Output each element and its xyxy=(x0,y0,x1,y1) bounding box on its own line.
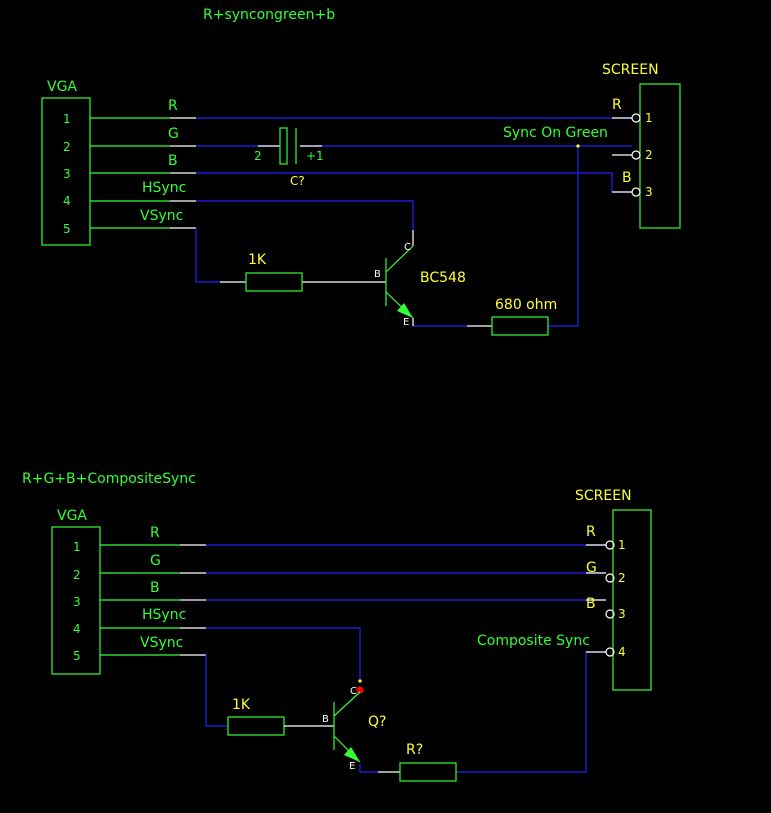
transistor-2-b: B xyxy=(322,714,329,725)
resistor-1-1k xyxy=(245,272,303,292)
resistor-3-value: 1K xyxy=(232,697,251,713)
vga-1-connector xyxy=(41,97,91,246)
vga-1-pin-5: 5 xyxy=(63,222,71,236)
vga-2-pin-2: 2 xyxy=(73,568,81,582)
screen-2-pin-3: 3 xyxy=(618,607,626,621)
signal-1-r: R xyxy=(168,98,178,114)
transistor-2-e: E xyxy=(349,761,355,772)
junction-dot xyxy=(356,686,364,694)
screen-2-pin-label-r: R xyxy=(586,524,596,540)
screen-1-pin-label-r: R xyxy=(612,97,622,113)
resistor-2-value: 680 ohm xyxy=(495,297,557,313)
sync-on-green-label: Sync On Green xyxy=(503,125,608,141)
screen-1-label: SCREEN xyxy=(602,62,659,78)
signal-2-r: R xyxy=(150,525,160,541)
signal-1-b: B xyxy=(168,153,178,169)
capacitor-plus: +1 xyxy=(306,149,324,163)
screen-1-pin-3: 3 xyxy=(645,185,653,199)
transistor-1: B C E BC548 xyxy=(374,230,466,328)
screen-2-label: SCREEN xyxy=(575,488,632,504)
screen-2-pin-4: 4 xyxy=(618,645,626,659)
screen-2-pin-label-b: B xyxy=(586,596,596,612)
vga-2-pin-1: 1 xyxy=(73,540,81,554)
transistor-2: B C E Q? xyxy=(322,686,386,772)
screen-2-pin-label-g: G xyxy=(586,560,597,576)
vga-2-pin-4: 4 xyxy=(73,622,81,636)
vga-2-label: VGA xyxy=(57,508,87,524)
transistor-1-e: E xyxy=(403,317,409,328)
signal-1-vsync: VSync xyxy=(140,208,183,224)
resistor-4 xyxy=(399,762,457,782)
vga-1-pin-2: 2 xyxy=(63,140,71,154)
schematic-2: R+G+B+CompositeSync VGA 1 2 3 4 5 R G B … xyxy=(22,471,652,782)
signal-1-hsync: HSync xyxy=(142,180,186,196)
signal-1-g: G xyxy=(168,126,179,142)
schematic-1: R+syncongreen+b VGA 1 2 3 4 5 R G B HSyn… xyxy=(41,7,681,336)
screen-1-pin-2: 2 xyxy=(645,148,653,162)
composite-sync-label: Composite Sync xyxy=(477,633,590,649)
vga-1-pin-1: 1 xyxy=(63,112,71,126)
signal-2-vsync: VSync xyxy=(140,635,183,651)
transistor-1-b: B xyxy=(374,269,381,280)
resistor-1-value: 1K xyxy=(248,252,267,268)
screen-2-pin-2: 2 xyxy=(618,571,626,585)
vga-1-pin-4: 4 xyxy=(63,194,71,208)
screen-2-pin-1: 1 xyxy=(618,538,626,552)
signal-2-g: G xyxy=(150,553,161,569)
resistor-2-680 xyxy=(491,316,549,336)
transistor-2-name: Q? xyxy=(368,714,386,730)
screen-2-connector xyxy=(612,509,652,691)
vga-1-pin-3: 3 xyxy=(63,167,71,181)
signal-2-b: B xyxy=(150,580,160,596)
schematic-2-title: R+G+B+CompositeSync xyxy=(22,471,196,487)
screen-1-pin-label-b: B xyxy=(622,170,632,186)
transistor-1-name: BC548 xyxy=(420,270,466,286)
transistor-2-c: C xyxy=(350,686,357,697)
vga-2-pin-3: 3 xyxy=(73,595,81,609)
vga-1-label: VGA xyxy=(47,79,77,95)
resistor-4-value: R? xyxy=(406,742,423,758)
schematic-1-title: R+syncongreen+b xyxy=(203,7,335,23)
signal-2-hsync: HSync xyxy=(142,607,186,623)
vga-2-pin-5: 5 xyxy=(73,649,81,663)
screen-1-pin-1: 1 xyxy=(645,111,653,125)
capacitor-plate xyxy=(279,127,288,165)
resistor-3-1k xyxy=(227,716,285,736)
capacitor-minus: 2 xyxy=(254,149,262,163)
transistor-1-c: C xyxy=(404,242,411,253)
capacitor-ref: C? xyxy=(290,174,305,188)
